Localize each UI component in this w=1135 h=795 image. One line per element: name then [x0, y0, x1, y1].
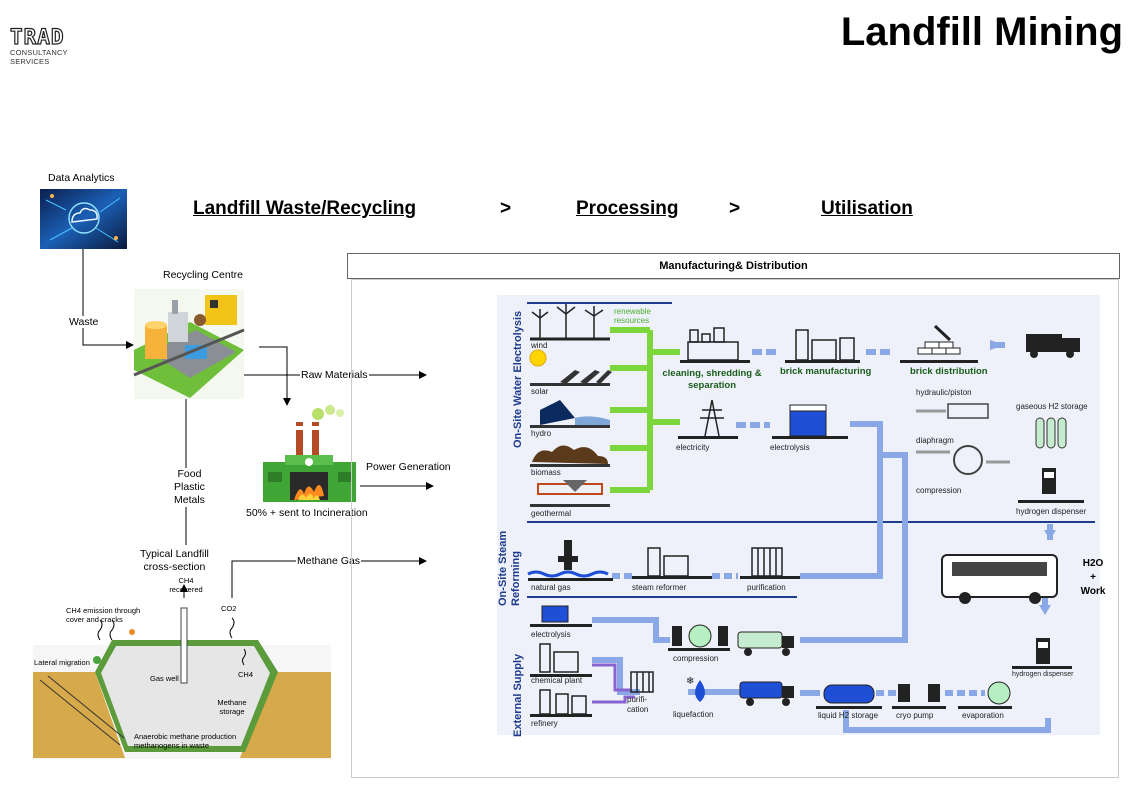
purification-label: purification: [747, 583, 786, 592]
dispenser2-label: hydrogen dispenser: [1012, 671, 1074, 678]
logo-text: TRAD: [9, 25, 65, 49]
waste-fractions-label: Food Plastic Metals: [174, 468, 205, 507]
electricity-label: electricity: [676, 443, 710, 452]
h2o-label: H2O: [1082, 558, 1104, 569]
landfill-title-line1: Typical Landfill: [140, 548, 209, 560]
section-electrolysis-label: On-Site Water Electrolysis: [512, 310, 524, 448]
geothermal-label: geothermal: [531, 509, 572, 518]
methane-storage-label: Methane storage: [217, 698, 247, 716]
steam-reformer-label: steam reformer: [632, 583, 687, 592]
brick-manufacturing-label: brick manufacturing: [780, 366, 872, 377]
methane-gas-label: Methane Gas: [296, 555, 362, 567]
logo-subtitle: CONSULTANCY SERVICES: [10, 48, 68, 66]
anaerobic-label: Anaerobic methane production methanogens…: [134, 732, 237, 750]
recycling-centre-image: [133, 289, 245, 399]
solar-label: solar: [531, 387, 549, 396]
svg-text:❄: ❄: [686, 676, 694, 687]
plastic-label: Plastic: [174, 481, 205, 493]
ch4-label: CH4: [238, 670, 254, 679]
bus-image: [941, 554, 1058, 604]
output-label: H2O + Work: [1078, 557, 1108, 599]
cleaning-label: cleaning, shredding & separation: [662, 368, 762, 391]
stage-separator-2: >: [729, 198, 741, 219]
work-label: Work: [1080, 586, 1106, 597]
evaporation-label: evaporation: [962, 711, 1004, 720]
natural-gas-label: natural gas: [531, 583, 571, 592]
plus-label: +: [1090, 572, 1096, 583]
renewable-label: renewable resources: [614, 307, 651, 325]
purification-ext-label: purifi- cation: [627, 695, 648, 715]
ext-compression-label: compression: [673, 654, 719, 663]
wind-label: wind: [531, 341, 548, 350]
gas-well-label: Gas well: [150, 674, 179, 683]
electrolysis-label: electrolysis: [770, 443, 810, 452]
section-steam-label: On-Site Steam Reforming: [497, 530, 522, 606]
hydro-label: hydro: [531, 429, 552, 438]
ch4-emission-label: CH4 emission through cover and cracks: [66, 606, 141, 624]
company-logo: TRAD CONSULTANCY SERVICES: [9, 25, 90, 66]
section-external-label: External Supply: [512, 653, 524, 737]
power-generation-label: Power Generation: [366, 461, 451, 473]
food-label: Food: [177, 468, 202, 480]
hydraulic-label: hydraulic/piston: [916, 388, 972, 397]
ext-electrolysis-label: electrolysis: [531, 630, 571, 639]
incineration-plant-image: [263, 405, 356, 502]
gaseous-storage-label: gaseous H2 storage: [1016, 402, 1088, 411]
waste-label: Waste: [68, 316, 100, 328]
diaphragm-label: diaphragm: [916, 436, 954, 445]
stage-processing: Processing: [576, 198, 679, 219]
landfill-cross-section-image: [33, 584, 331, 759]
chemical-plant-label: chemical plant: [531, 676, 583, 685]
liquid-storage-label: liquid H2 storage: [818, 711, 879, 720]
landfill-title: Typical Landfill cross-section: [140, 548, 209, 574]
lateral-migration-label: Lateral migration: [34, 658, 90, 667]
landfill-title-line2: cross-section: [143, 561, 206, 573]
stage-separator-1: >: [500, 198, 512, 219]
purifi-label: purifi-: [627, 695, 648, 704]
stage-landfill-waste: Landfill Waste/Recycling: [193, 198, 417, 219]
liquefaction-label: liquefaction: [673, 710, 714, 719]
cation-label: cation: [627, 705, 649, 714]
co2-label: CO2: [221, 604, 237, 613]
ch4-recovered-label: CH4 recovered: [169, 576, 203, 594]
brick-distribution-label: brick distribution: [910, 366, 988, 377]
biomass-label: biomass: [531, 468, 561, 477]
stage-utilisation: Utilisation: [821, 198, 913, 219]
manufacturing-frame: [351, 279, 1119, 778]
page-title: Landfill Mining: [840, 10, 1123, 54]
recycling-centre-label: Recycling Centre: [163, 269, 243, 281]
compression-label: compression: [916, 486, 962, 495]
data-analytics-label: Data Analytics: [48, 172, 115, 184]
metals-label: Metals: [174, 494, 205, 506]
incineration-label: 50% + sent to Incineration: [246, 507, 368, 519]
cryo-pump-label: cryo pump: [896, 711, 934, 720]
manufacturing-title: Manufacturing& Distribution: [347, 253, 1120, 279]
hydrogen-dispenser-label: hydrogen dispenser: [1016, 507, 1087, 516]
refinery-label: refinery: [531, 719, 558, 728]
data-analytics-image: [40, 189, 127, 249]
